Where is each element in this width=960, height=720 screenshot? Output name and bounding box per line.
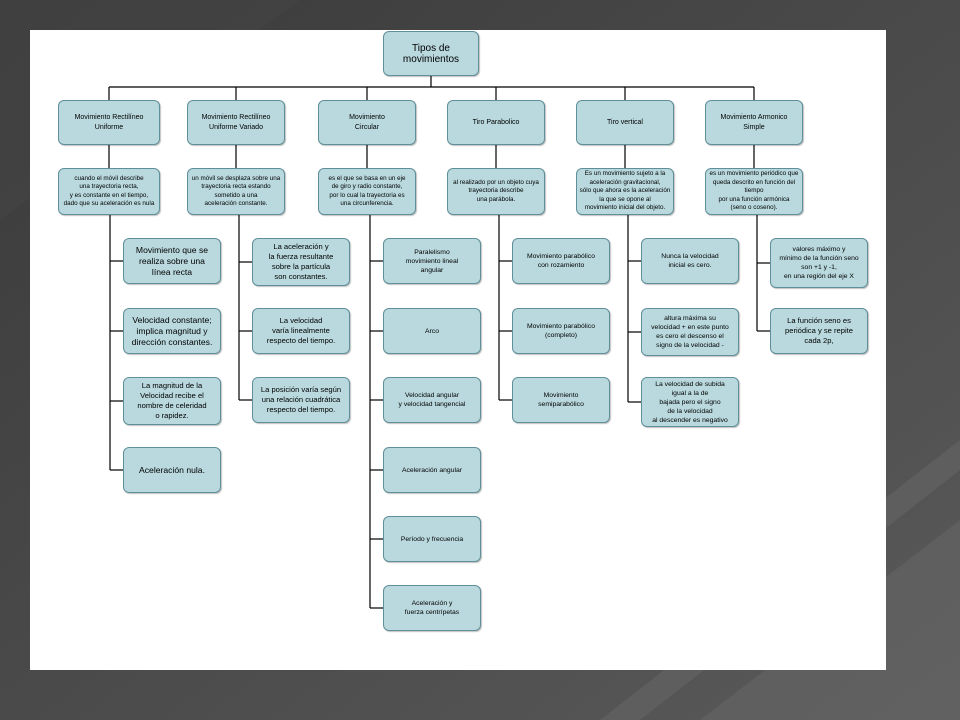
item-box-mruv-3: La posición varía según una relación cua… bbox=[252, 377, 350, 423]
item-box-mruv-2: La velocidad varía linealmente respecto … bbox=[252, 308, 350, 354]
item-box-tiro-vertical-3: La velocidad de subida igual a la de baj… bbox=[641, 377, 739, 427]
item-box-mru-2: Velocidad constante; implica magnitud y … bbox=[123, 308, 221, 354]
item-box-tiro-vertical-1: Nunca la velocidad inicial es cero. bbox=[641, 238, 739, 284]
category-box-mas: Movimiento Armonico Simple bbox=[705, 100, 803, 145]
description-box-mruv: un móvil se desplaza sobre una trayector… bbox=[187, 168, 285, 215]
category-box-mru: Movimiento Rectilíneo Uniforme bbox=[58, 100, 160, 145]
root-node: Tipos de movimientos bbox=[383, 31, 479, 76]
item-box-circular-6: Aceleración y fuerza centrípetas bbox=[383, 585, 481, 631]
item-box-mruv-1: La aceleración y la fuerza resultante so… bbox=[252, 238, 350, 286]
description-box-tiro-parabolico: al realizado por un objeto cuya trayecto… bbox=[447, 168, 545, 215]
item-box-mru-4: Aceleración nula. bbox=[123, 447, 221, 493]
diagram-canvas: Tipos de movimientos Movimiento Rectilín… bbox=[30, 30, 886, 670]
category-box-tiro-parabolico: Tiro Parabolico bbox=[447, 100, 545, 145]
category-box-mruv: Movimiento Rectilíneo Uniforme Variado bbox=[187, 100, 285, 145]
item-box-mru-3: La magnitud de la Velocidad recibe el no… bbox=[123, 377, 221, 425]
connector-lines bbox=[108, 76, 770, 609]
item-box-tiro-parabolico-2: Movimiento parabólico (completo) bbox=[512, 308, 610, 354]
category-box-circular: Movimiento Circular bbox=[318, 100, 416, 145]
item-box-circular-5: Período y frecuencia bbox=[383, 516, 481, 562]
item-box-circular-2: Arco bbox=[383, 308, 481, 354]
description-box-circular: es el que se basa en un eje de giro y ra… bbox=[318, 168, 416, 215]
item-box-tiro-parabolico-1: Movimiento parabólico con rozamiento bbox=[512, 238, 610, 284]
item-box-circular-1: Paralelismo movimiento lineal angular bbox=[383, 238, 481, 284]
item-box-mru-1: Movimiento que se realiza sobre una líne… bbox=[123, 238, 221, 284]
category-box-tiro-vertical: Tiro vertical bbox=[576, 100, 674, 145]
description-box-mru: cuando el móvil describe una trayectoria… bbox=[58, 168, 160, 215]
description-box-tiro-vertical: Es un movimiento sujeto a la aceleración… bbox=[576, 168, 674, 215]
item-box-mas-1: valores máximo y mínimo de la función se… bbox=[770, 238, 868, 288]
item-box-tiro-vertical-2: altura máxima su velocidad + en este pun… bbox=[641, 308, 739, 356]
item-box-circular-3: Velocidad angular y velocidad tangencial bbox=[383, 377, 481, 423]
item-box-tiro-parabolico-3: Movimiento semiparabólico bbox=[512, 377, 610, 423]
description-box-mas: es un movimiento periódico que queda des… bbox=[705, 168, 803, 215]
item-box-circular-4: Aceleración angular bbox=[383, 447, 481, 493]
item-box-mas-2: La función seno es periódica y se repite… bbox=[770, 308, 868, 354]
